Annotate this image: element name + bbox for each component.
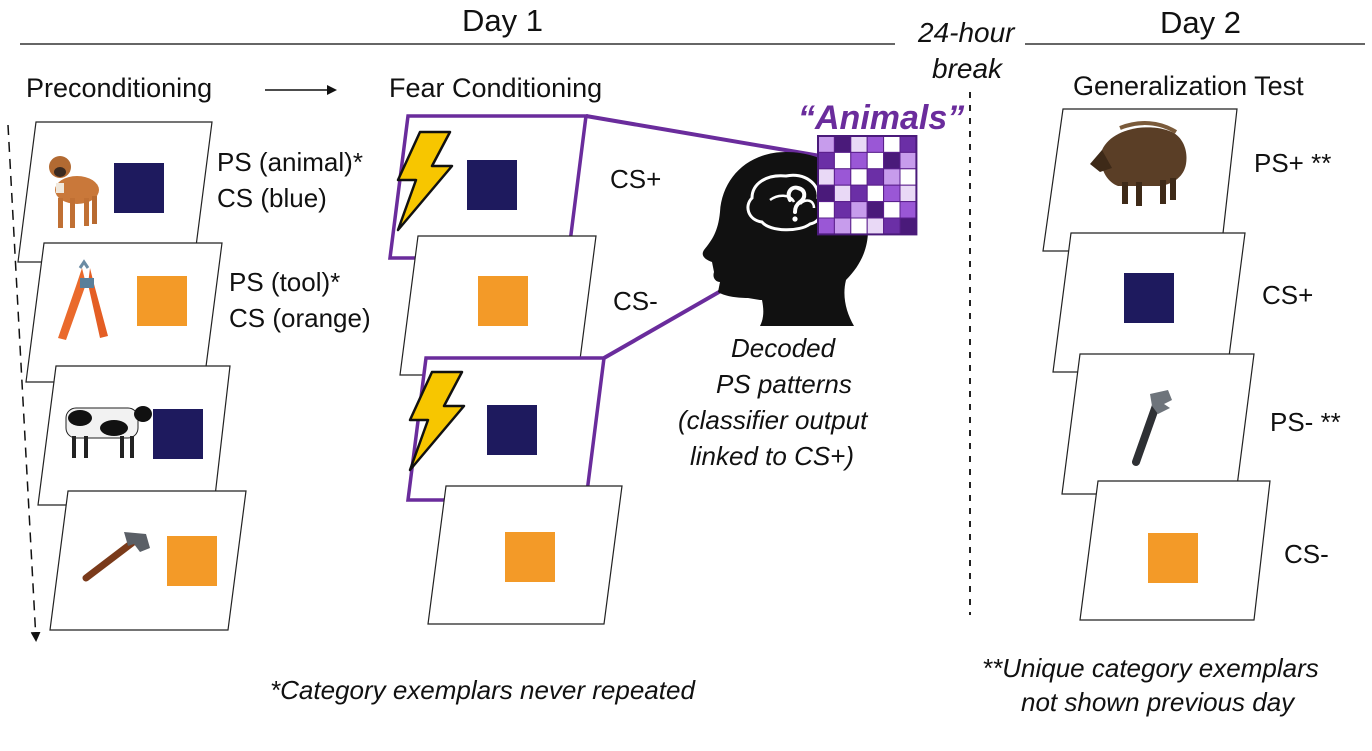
grid-cell — [850, 168, 868, 186]
precond-card-4 — [49, 490, 247, 631]
fear-card-3 — [406, 356, 606, 502]
decoded-category-label: “Animals” — [798, 99, 965, 137]
grid-cell — [866, 135, 885, 153]
label-ps-animal: PS (animal)* — [217, 147, 363, 177]
grid-cell — [866, 168, 885, 186]
footnote-right-line1: **Unique category exemplars — [982, 653, 1319, 683]
shock-bolt-icon — [396, 130, 454, 232]
grid-cell — [817, 201, 835, 219]
decoded-caption-line2: PS patterns — [716, 369, 852, 399]
decoded-caption-line4: linked to CS+) — [690, 441, 855, 471]
footnote-right-line2: not shown previous day — [1021, 687, 1295, 717]
cs-blue-square — [487, 405, 537, 455]
footnote-left: *Category exemplars never repeated — [270, 675, 695, 705]
grid-cell — [817, 184, 835, 203]
grid-cell — [833, 135, 852, 153]
grid-cell — [883, 184, 901, 203]
grid-cell — [817, 217, 835, 235]
grid-cell — [833, 168, 852, 186]
label-fear-cs-plus: CS+ — [610, 164, 662, 194]
cs-blue-square — [467, 160, 517, 210]
test-card-1 — [1042, 108, 1238, 252]
fear-card-1 — [388, 114, 588, 260]
grid-cell — [850, 184, 868, 203]
label-cs-orange: CS (orange) — [229, 303, 371, 333]
label-ps-tool: PS (tool)* — [229, 267, 341, 297]
grid-cell — [817, 151, 835, 170]
grid-cell — [899, 201, 917, 219]
label-fear-cs-minus: CS- — [613, 286, 658, 316]
grid-cell — [817, 135, 835, 153]
label-test-cs-plus: CS+ — [1262, 280, 1314, 310]
grid-cell — [850, 151, 868, 170]
time-axis-arrow — [7, 124, 41, 642]
wrench-image — [1132, 390, 1172, 466]
break-label-line1: 24-hour — [918, 17, 1015, 48]
test-card-3 — [1061, 353, 1255, 495]
grid-cell — [833, 217, 852, 235]
phase-preconditioning: Preconditioning — [26, 73, 213, 103]
pliers-image — [58, 259, 108, 340]
decoded-caption-line3: (classifier output — [678, 405, 868, 435]
label-cs-blue: CS (blue) — [217, 183, 327, 213]
cs-orange-square — [1148, 533, 1198, 583]
break-label-line2: break — [932, 53, 1003, 84]
grid-cell — [850, 135, 868, 153]
cs-blue-square — [1124, 273, 1174, 323]
dog-image — [49, 156, 99, 228]
precond-card-2 — [25, 242, 223, 383]
cs-orange-square — [167, 536, 217, 586]
grid-cell — [883, 217, 901, 235]
precond-card-1 — [17, 121, 213, 263]
grid-cell — [866, 151, 885, 170]
phase-generalization-test: Generalization Test — [1073, 71, 1304, 101]
test-card-2 — [1052, 232, 1246, 373]
decoded-caption-line1: Decoded — [731, 333, 836, 363]
grid-cell — [817, 168, 835, 186]
hammer-image — [82, 532, 150, 582]
cs-blue-square — [114, 163, 164, 213]
grid-cell — [833, 151, 852, 170]
day2-heading: Day 2 — [1160, 5, 1241, 40]
cs-orange-square — [505, 532, 555, 582]
day1-heading: Day 1 — [462, 3, 543, 38]
cs-orange-square — [478, 276, 528, 326]
grid-cell — [883, 201, 901, 219]
grid-cell — [866, 217, 885, 235]
grid-cell — [850, 217, 868, 235]
fear-card-4 — [427, 485, 623, 625]
grid-cell — [899, 135, 917, 153]
precond-card-3 — [37, 365, 231, 506]
grid-cell — [833, 184, 852, 203]
grid-border — [817, 135, 918, 236]
grid-cell — [850, 201, 868, 219]
grid-cell — [833, 201, 852, 219]
grid-cell — [866, 201, 885, 219]
grid-cell — [883, 168, 901, 186]
grid-cell — [899, 168, 917, 186]
cow-image — [65, 406, 152, 458]
grid-cell — [899, 217, 917, 235]
label-test-ps-minus: PS- ** — [1270, 407, 1341, 437]
link-arrow-upper — [585, 114, 834, 163]
boar-image — [1090, 121, 1187, 206]
cs-orange-square — [137, 276, 187, 326]
phase-fear-conditioning: Fear Conditioning — [389, 73, 603, 103]
grid-cell — [883, 135, 901, 153]
grid-cell — [866, 184, 885, 203]
classifier-grid — [817, 135, 918, 236]
shock-bolt-icon — [408, 370, 466, 472]
grid-cell — [899, 151, 917, 170]
cs-blue-square — [153, 409, 203, 459]
grid-cell — [883, 151, 901, 170]
fear-card-2 — [399, 235, 597, 376]
label-test-ps-plus: PS+ ** — [1254, 148, 1332, 178]
grid-cell — [899, 184, 917, 203]
label-test-cs-minus: CS- — [1284, 539, 1329, 569]
test-card-4 — [1079, 480, 1271, 621]
